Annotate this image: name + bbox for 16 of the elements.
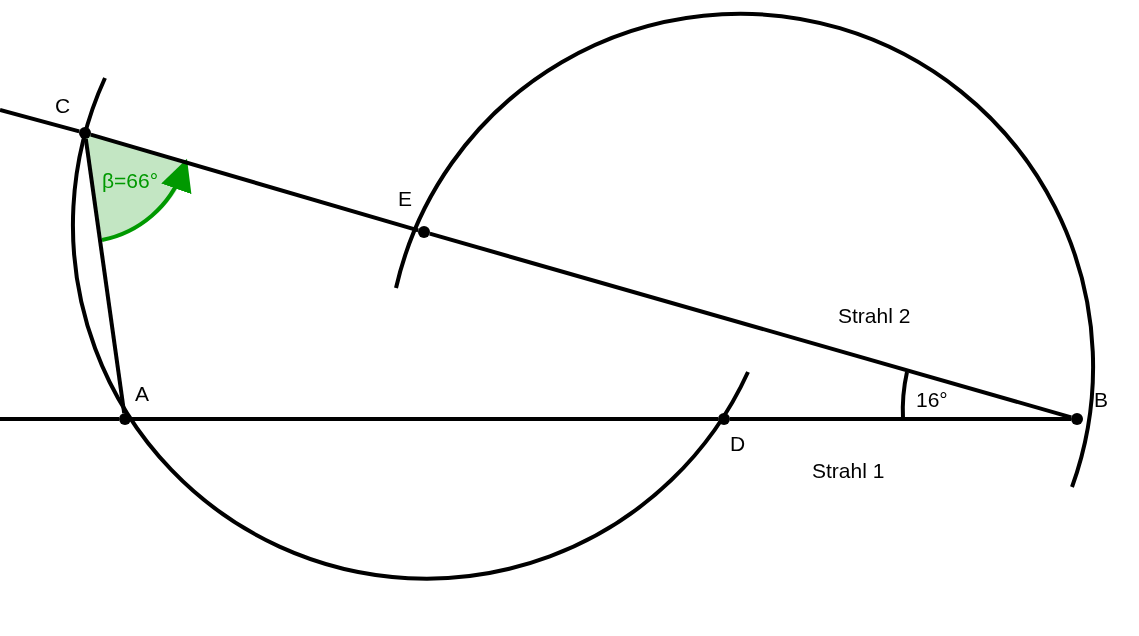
line-segment xyxy=(83,138,127,414)
line-segment xyxy=(90,132,419,233)
point-label: B xyxy=(1094,389,1108,411)
line-segment xyxy=(730,417,1071,421)
line-segment xyxy=(0,417,119,421)
angle-label: β=66° xyxy=(102,170,159,192)
line-segment xyxy=(429,231,1072,420)
point-label: A xyxy=(135,383,149,405)
point-label: C xyxy=(55,95,71,117)
ray-label: Strahl 2 xyxy=(838,305,911,327)
angle-label: 16° xyxy=(916,389,948,411)
line-segment xyxy=(131,417,718,421)
ray-label: Strahl 1 xyxy=(812,460,885,482)
line-segment xyxy=(0,108,80,134)
point-label: D xyxy=(730,433,746,455)
point-label: E xyxy=(398,188,412,210)
